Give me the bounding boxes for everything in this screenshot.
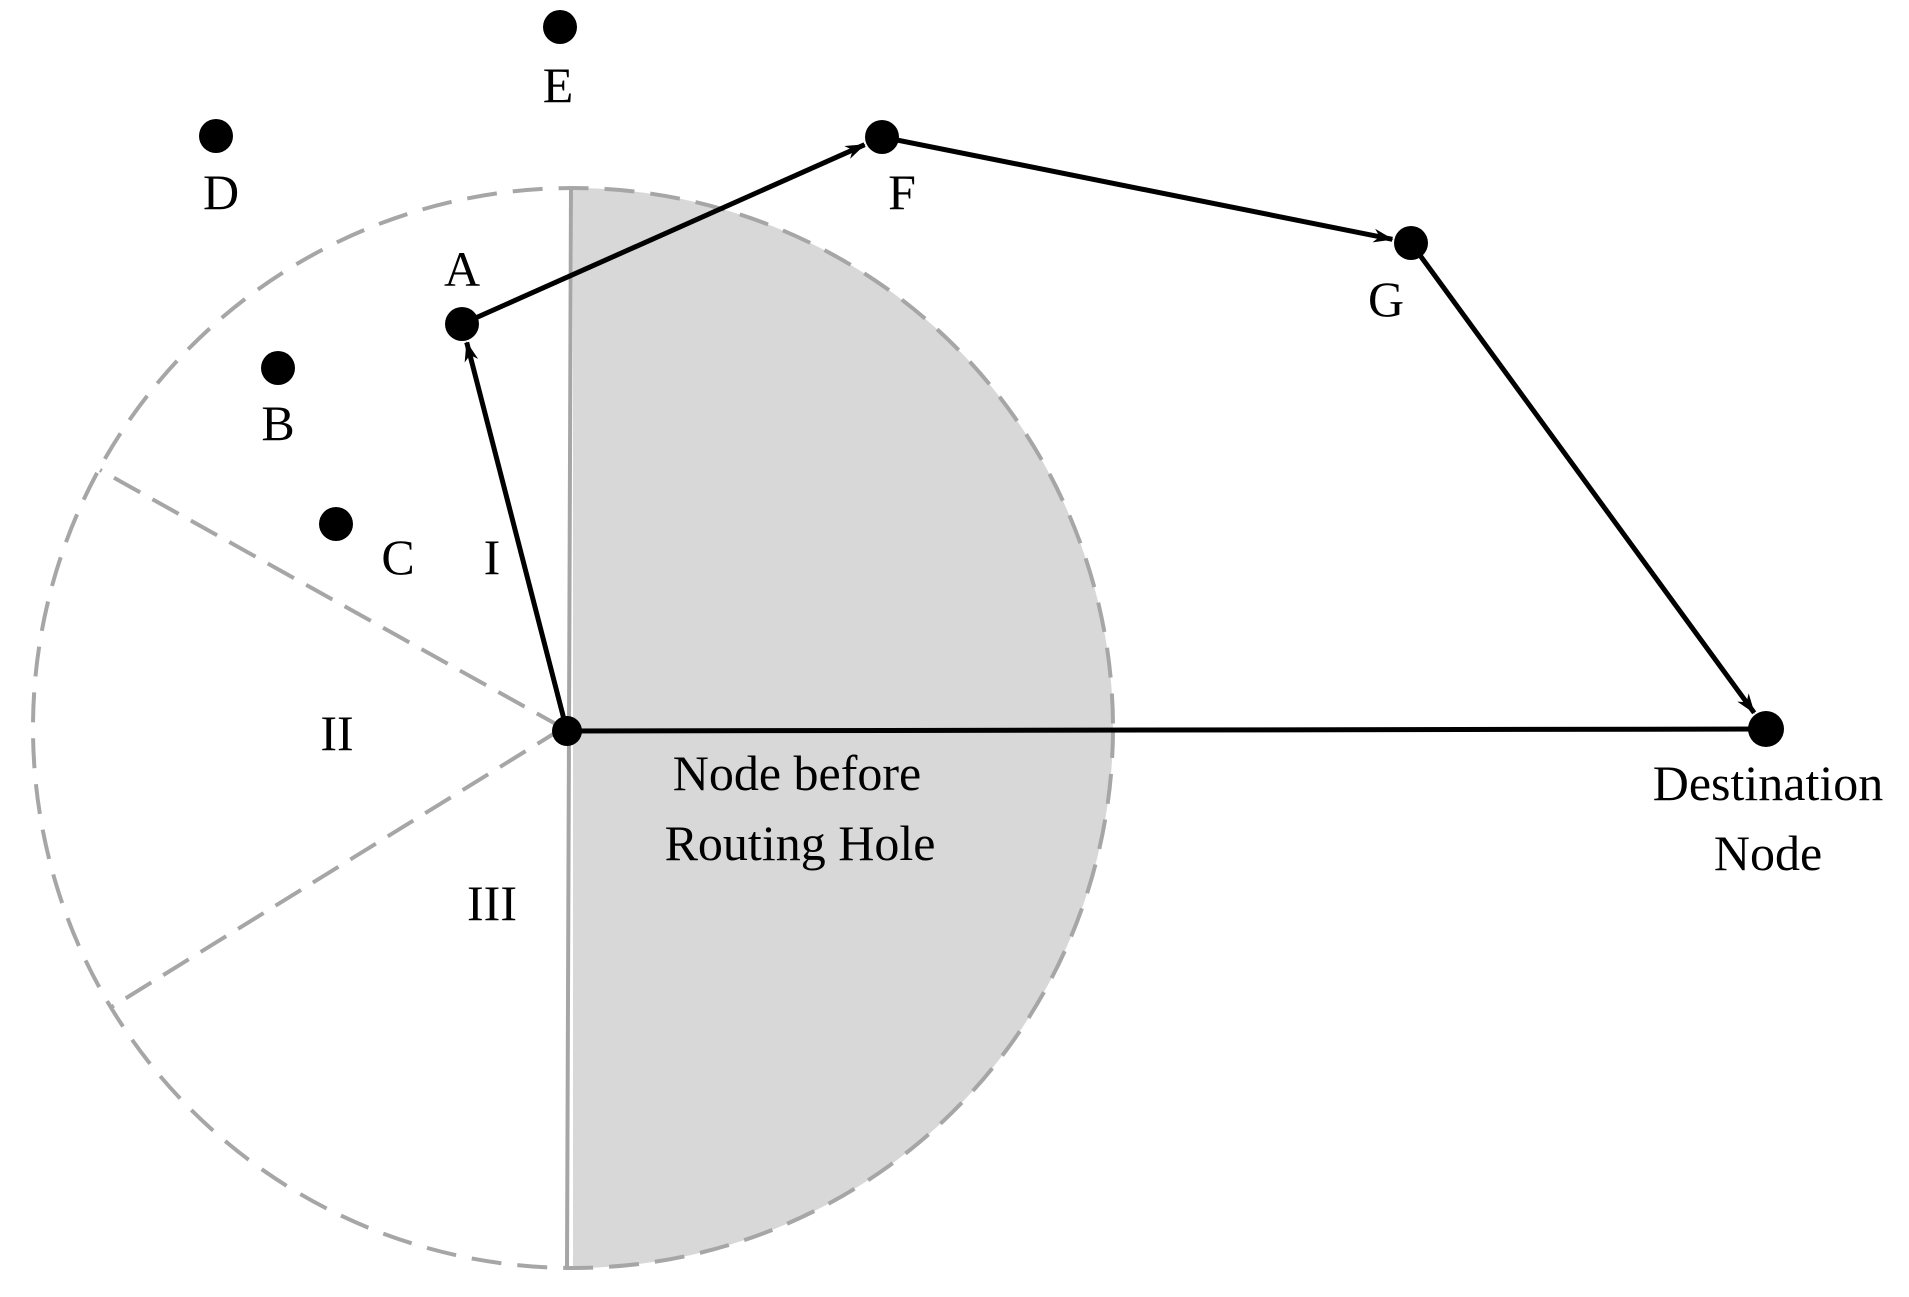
node-d-label: D	[203, 164, 239, 220]
region-two-label: II	[320, 705, 353, 761]
node-b-label: B	[261, 395, 294, 451]
node-g-label: G	[1368, 271, 1404, 327]
edge-hole-to-destination	[566, 726, 1767, 734]
edge-hole-to-a	[464, 341, 570, 732]
node-g	[1394, 226, 1428, 260]
destination-label-line1: Destination	[1653, 755, 1884, 811]
node-c	[319, 507, 353, 541]
node-b	[261, 351, 295, 385]
node-a	[445, 307, 479, 341]
region-one-label: I	[484, 529, 501, 585]
node-a-label: A	[444, 241, 480, 297]
node-f	[865, 120, 899, 154]
destination-node	[1748, 711, 1784, 747]
node-d	[199, 119, 233, 153]
edge-a-to-f	[460, 142, 866, 327]
destination-label-line2: Node	[1714, 825, 1822, 881]
sector-boundary-lower	[108, 726, 565, 1010]
hole-node-label-line2: Routing Hole	[665, 815, 936, 871]
sector-boundary-upper	[99, 468, 564, 730]
routing-edges	[460, 134, 1767, 734]
edge-f-to-g	[881, 134, 1394, 243]
region-three-label: III	[467, 875, 517, 931]
node-f-label: F	[888, 164, 916, 220]
node-c-label: C	[381, 529, 414, 585]
hole-node-label-line1: Node before	[673, 745, 922, 801]
routing-hole-region	[573, 188, 1113, 1268]
node-e	[543, 10, 577, 44]
node-before-routing-hole	[552, 716, 582, 746]
node-e-label: E	[543, 57, 574, 113]
edge-g-to-destination	[1408, 241, 1757, 715]
